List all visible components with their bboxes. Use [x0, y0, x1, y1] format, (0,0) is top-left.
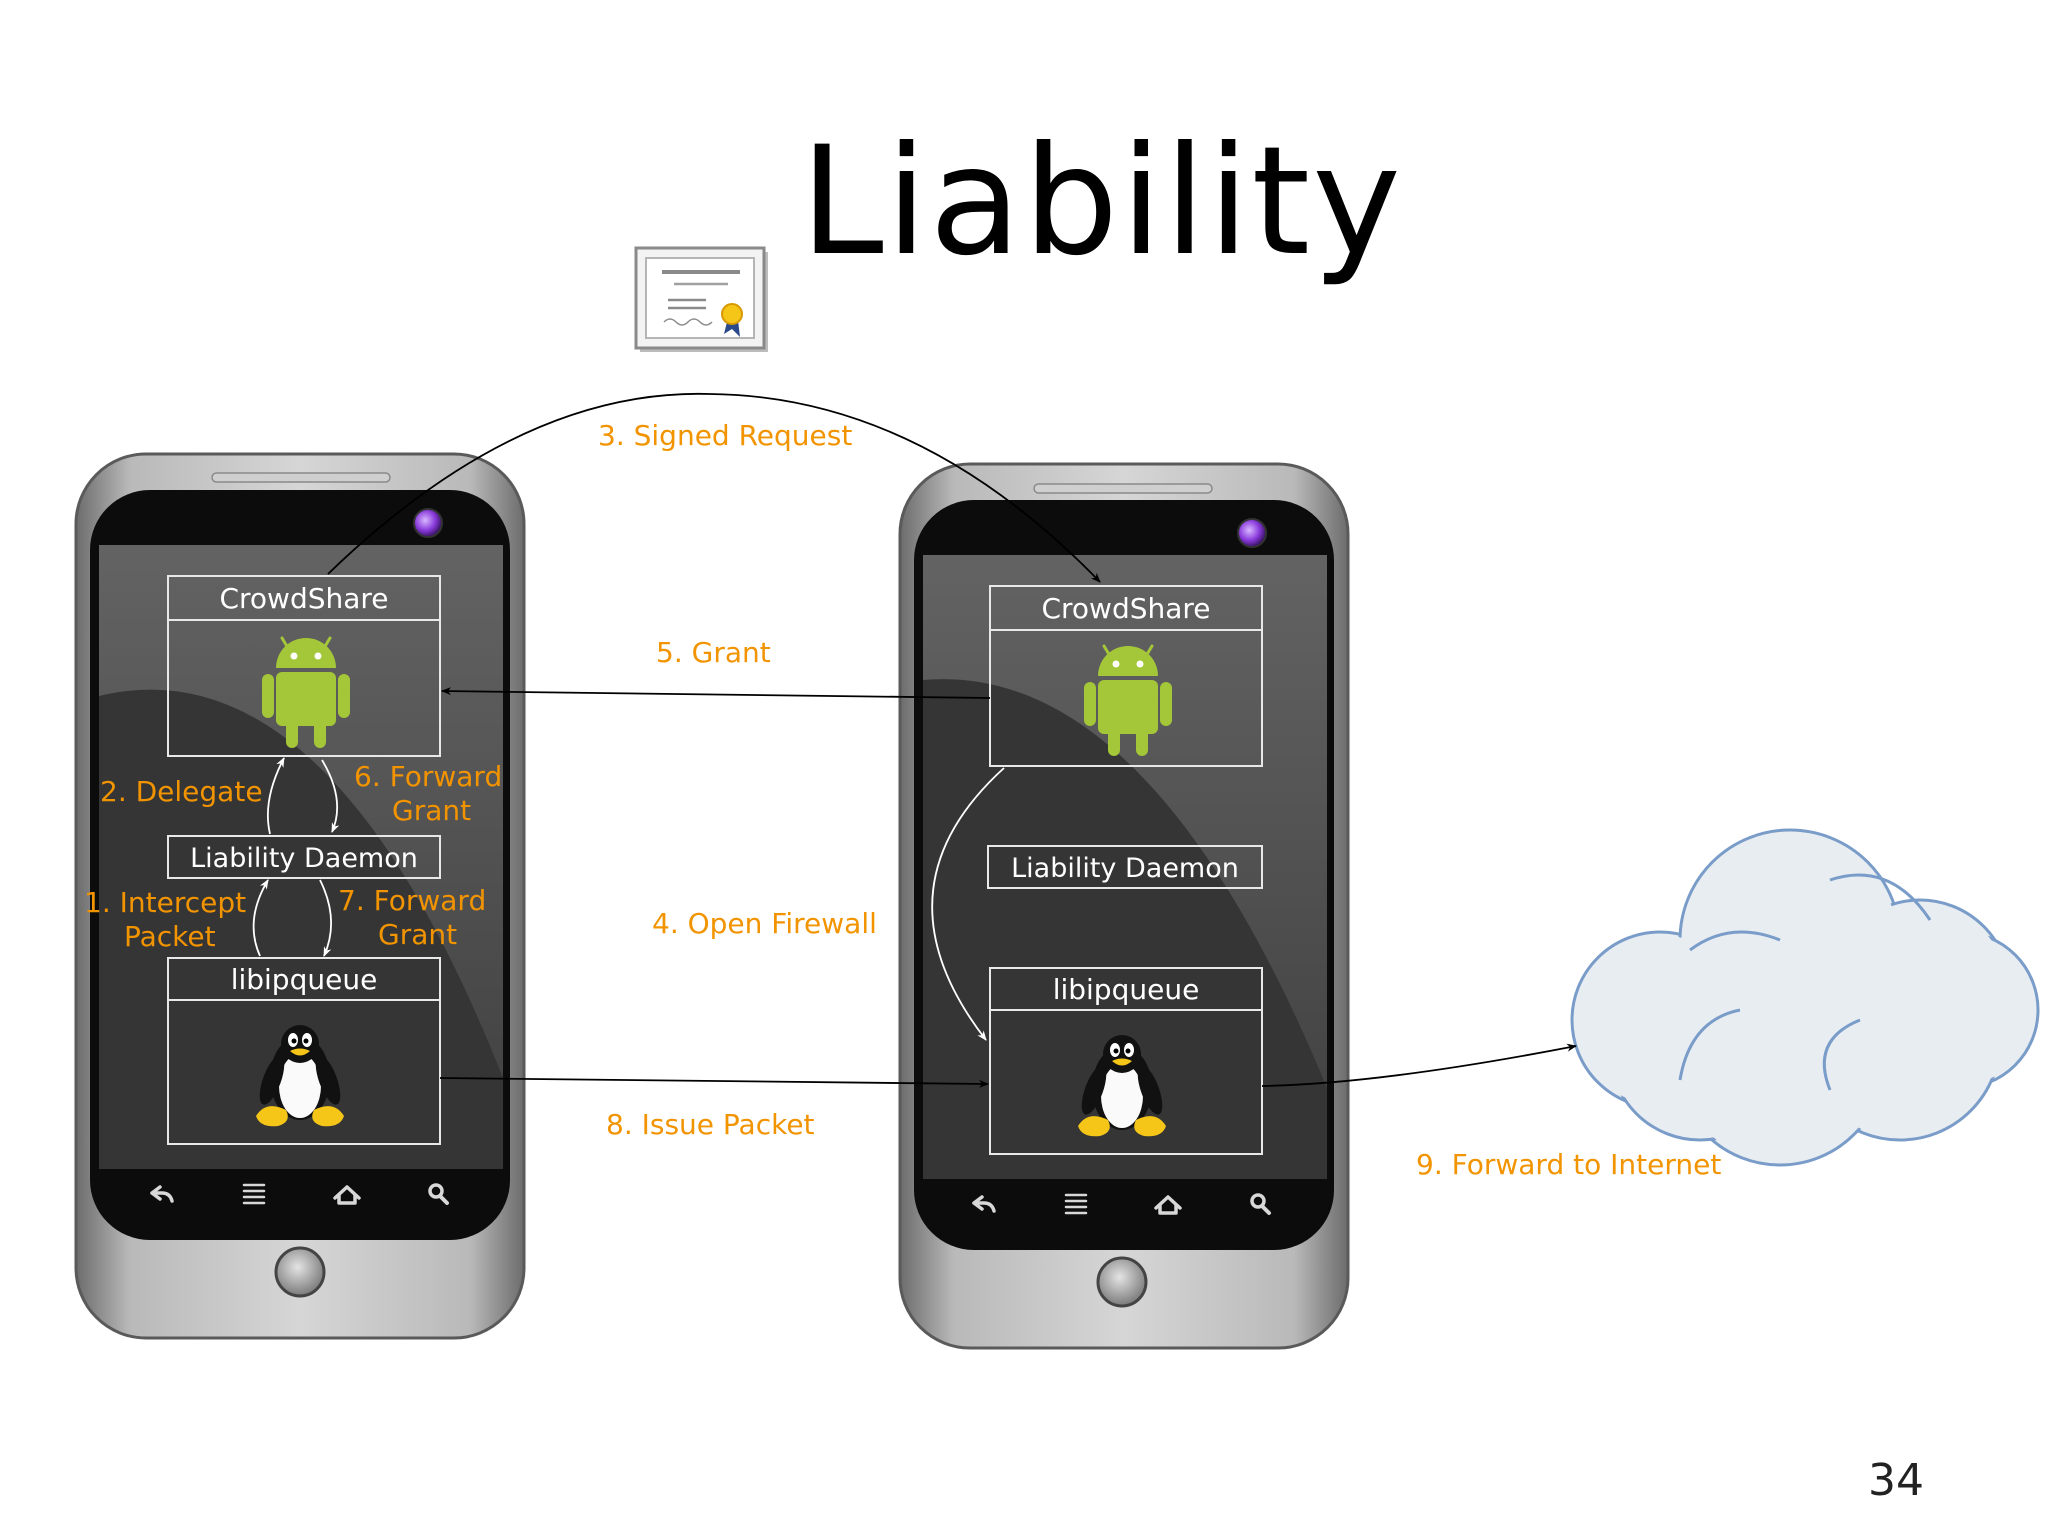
menu-icon[interactable]: [1064, 1193, 1088, 1215]
step-6-label-line1: 6. Forward: [354, 760, 502, 793]
camera-icon: [1237, 518, 1267, 548]
certificate-icon: [634, 246, 768, 352]
right-crowdshare-label: CrowdShare: [1041, 592, 1210, 625]
left-libipqueue-box: libipqueue: [167, 957, 441, 1145]
step-8-label: 8. Issue Packet: [606, 1108, 815, 1141]
step-1-label-line2: Packet: [124, 920, 216, 953]
right-libipqueue-box: libipqueue: [989, 967, 1263, 1155]
step-9-label: 9. Forward to Internet: [1416, 1148, 1721, 1181]
home-icon[interactable]: [333, 1185, 361, 1205]
search-icon[interactable]: [428, 1183, 449, 1205]
right-libipqueue-label: libipqueue: [1053, 973, 1200, 1006]
home-hardware-button[interactable]: [1096, 1256, 1148, 1308]
step-6-label-line2: Grant: [392, 794, 471, 827]
page-number: 34: [1868, 1455, 1924, 1506]
left-daemon-label: Liability Daemon: [190, 843, 418, 874]
home-icon[interactable]: [1154, 1195, 1182, 1215]
right-phone: [898, 462, 1350, 1350]
flow-arrows: [252, 392, 1577, 1088]
step-2-label: 2. Delegate: [100, 775, 263, 808]
left-daemon-box: Liability Daemon: [167, 835, 441, 879]
back-icon[interactable]: [150, 1185, 174, 1203]
speaker-grille: [211, 472, 391, 483]
right-crowdshare-box: CrowdShare: [989, 585, 1263, 767]
internet-cloud-icon: [1570, 828, 2040, 1167]
menu-icon[interactable]: [242, 1183, 266, 1205]
step-4-label: 4. Open Firewall: [652, 907, 877, 940]
step-labels: 3. Signed Request 5. Grant 4. Open Firew…: [84, 419, 1721, 1181]
home-hardware-button[interactable]: [274, 1246, 326, 1298]
left-crowdshare-box: CrowdShare: [167, 575, 441, 757]
speaker-grille: [1033, 483, 1213, 494]
right-daemon-label: Liability Daemon: [1011, 853, 1239, 884]
right-daemon-box: Liability Daemon: [987, 845, 1263, 889]
left-crowdshare-label: CrowdShare: [219, 582, 388, 615]
left-libipqueue-label: libipqueue: [231, 963, 378, 996]
step-5-label: 5. Grant: [656, 636, 771, 669]
step-3-label: 3. Signed Request: [598, 419, 852, 452]
step-7-label-line2: Grant: [378, 918, 457, 951]
slide-title: Liability: [800, 115, 1403, 289]
back-icon[interactable]: [972, 1195, 996, 1213]
search-icon[interactable]: [1250, 1193, 1271, 1215]
step-1-label-line1: 1. Intercept: [84, 886, 246, 919]
step-7-label-line1: 7. Forward: [338, 884, 486, 917]
camera-icon: [413, 508, 443, 538]
